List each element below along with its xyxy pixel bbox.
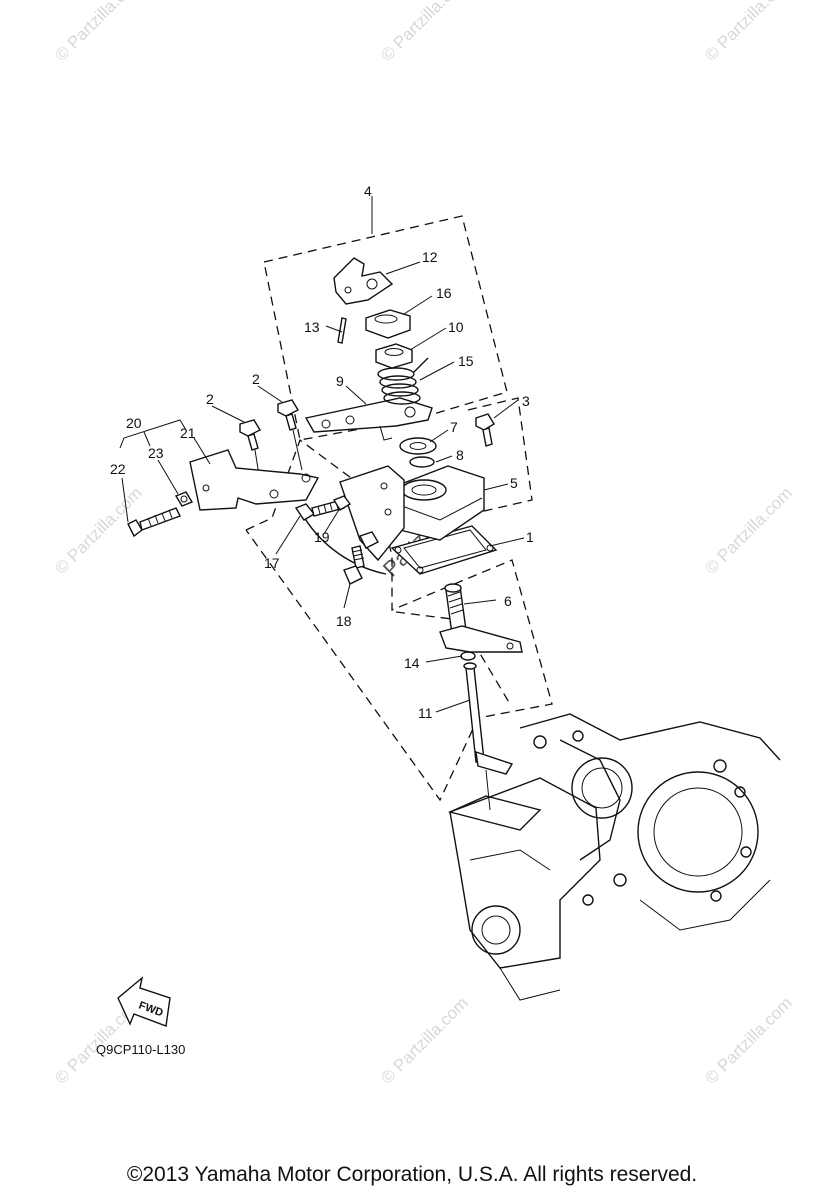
housing [395, 465, 485, 541]
callout-3: 3 [522, 393, 530, 409]
watermark: © Partzilla.com [701, 0, 795, 65]
shift-shaft [463, 662, 514, 811]
bolt-2a [239, 419, 263, 495]
nut-19 [332, 495, 379, 549]
fwd-arrow: FWD [117, 976, 171, 1027]
leader [143, 431, 151, 447]
callout-6: 6 [504, 593, 512, 609]
callout-23: 23 [148, 445, 164, 461]
link-plate [299, 465, 405, 575]
bolt-3 [475, 413, 495, 447]
callout-10: 10 [448, 319, 464, 335]
drawing-code: Q9CP110-L130 [96, 1042, 186, 1057]
callout-19: 19 [314, 529, 330, 545]
callout-14: 14 [404, 655, 420, 671]
o-ring [409, 456, 435, 468]
torsion-spring [377, 357, 429, 405]
callout-13: 13 [304, 319, 320, 335]
nut [375, 343, 413, 369]
circlip [460, 651, 476, 661]
shift-lever [439, 583, 523, 653]
collar [365, 309, 411, 339]
watermark: © Partzilla.com [51, 0, 145, 65]
gasket [390, 525, 498, 575]
watermark: © Partzilla.com [377, 993, 471, 1087]
callout-18: 18 [336, 613, 352, 629]
callout-22: 22 [110, 461, 126, 477]
bracket [189, 449, 320, 511]
callout-8: 8 [456, 447, 464, 463]
shift-arm [304, 397, 433, 441]
bolt-2b [277, 399, 303, 471]
leader-lines [121, 196, 525, 713]
callout-11: 11 [418, 705, 433, 721]
callout-15: 15 [458, 353, 474, 369]
callout-4: 4 [364, 183, 372, 199]
stopper-plate [333, 257, 394, 305]
bolt-18 [343, 545, 365, 585]
watermark: © Partzilla.com [701, 483, 795, 577]
oil-seal [399, 437, 437, 455]
engine-block [447, 713, 781, 1001]
callout-7: 7 [450, 419, 458, 435]
nut-23 [174, 491, 194, 507]
callout-21: 21 [180, 425, 196, 441]
callout-2: 2 [252, 371, 260, 387]
callout-5: 5 [510, 475, 518, 491]
callout-20: 20 [126, 415, 142, 431]
lower-boundary [245, 438, 553, 802]
callout-9: 9 [336, 373, 344, 389]
assembly-3-boundary [467, 397, 533, 513]
callout-2: 2 [206, 391, 214, 407]
assembly-4-boundary [263, 215, 508, 441]
callout-1: 1 [526, 529, 534, 545]
callout-16: 16 [436, 285, 452, 301]
callout-17: 17 [264, 555, 280, 571]
pin [337, 317, 347, 344]
watermark: © Partzilla.com [701, 993, 795, 1087]
bolt-22 [127, 507, 181, 538]
callout-12: 12 [422, 249, 438, 265]
callout-20-bracket [119, 419, 187, 449]
watermark: © Partzilla.com [377, 0, 471, 65]
callouts: 1 2 2 3 4 5 6 7 8 9 10 11 12 13 14 15 16… [110, 183, 534, 721]
copyright-notice: ©2013 Yamaha Motor Corporation, U.S.A. A… [126, 1163, 698, 1186]
